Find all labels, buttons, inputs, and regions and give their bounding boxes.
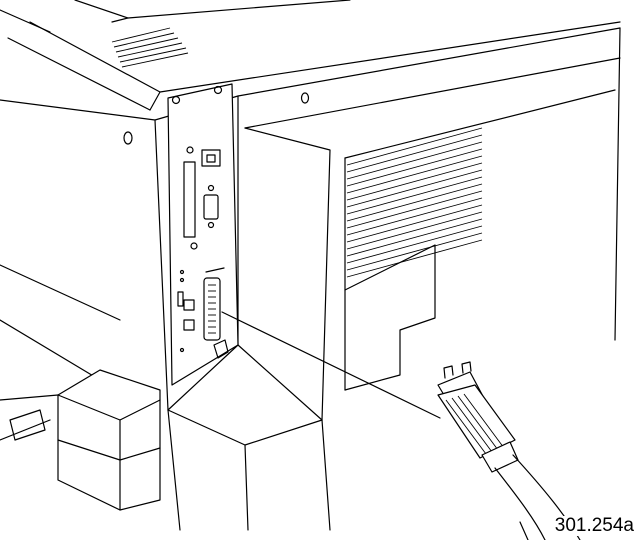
- printer-rear-panel: [154, 27, 621, 421]
- interface-card-panel: [167, 83, 239, 386]
- vent-grille-icon: [344, 89, 616, 391]
- card-slot: [183, 161, 196, 238]
- figure-id-label: 301.254a: [553, 515, 635, 536]
- top-vent-slats: [111, 27, 189, 68]
- connection-leader-line: [221, 311, 441, 419]
- lower-paper-tray: [0, 369, 161, 511]
- parallel-port-icon: [203, 267, 229, 359]
- printer-base: [167, 344, 331, 531]
- ethernet-port-icon: [201, 149, 221, 167]
- serial-port-icon: [203, 184, 219, 229]
- usb-port: [183, 299, 195, 311]
- parallel-cable-connector-icon: [437, 361, 581, 540]
- top-output-tray: [0, 0, 621, 111]
- printer-left-side-panel: [0, 99, 169, 411]
- cable-end-mark: [519, 521, 529, 540]
